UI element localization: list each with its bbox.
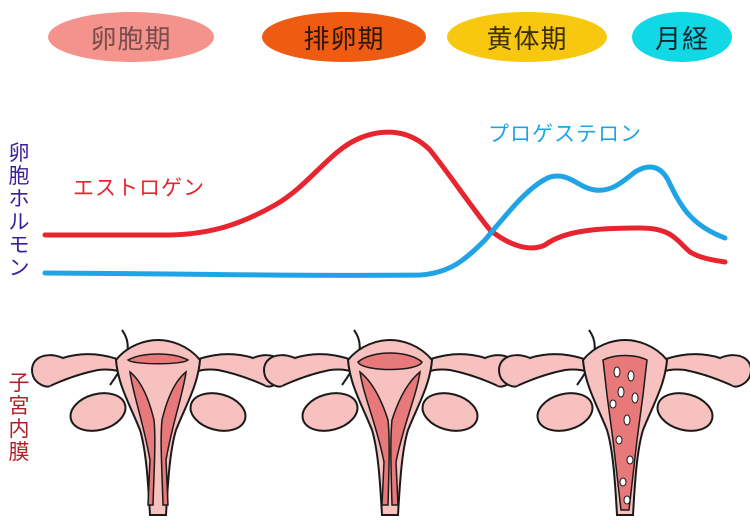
uterus-follicular xyxy=(31,329,285,516)
uterus-menstrual xyxy=(498,329,750,516)
estrogen-curve xyxy=(42,129,728,265)
progesterone-curve xyxy=(42,164,728,278)
phase-luteal: 黄体期 xyxy=(447,12,607,62)
progesterone-label: プロゲステロン xyxy=(488,122,642,146)
endometrium-row-label: 子宮内膜 xyxy=(8,371,30,464)
phase-menstruation: 月経 xyxy=(632,12,732,62)
uterus-ovulatory xyxy=(263,329,517,516)
estrogen-label: エストロゲン xyxy=(73,176,205,200)
hormone-axis-label: 卵胞ホルモン xyxy=(8,141,30,280)
phase-ovulation: 排卵期 xyxy=(262,12,426,62)
phase-follicular: 卵胞期 xyxy=(48,12,214,62)
